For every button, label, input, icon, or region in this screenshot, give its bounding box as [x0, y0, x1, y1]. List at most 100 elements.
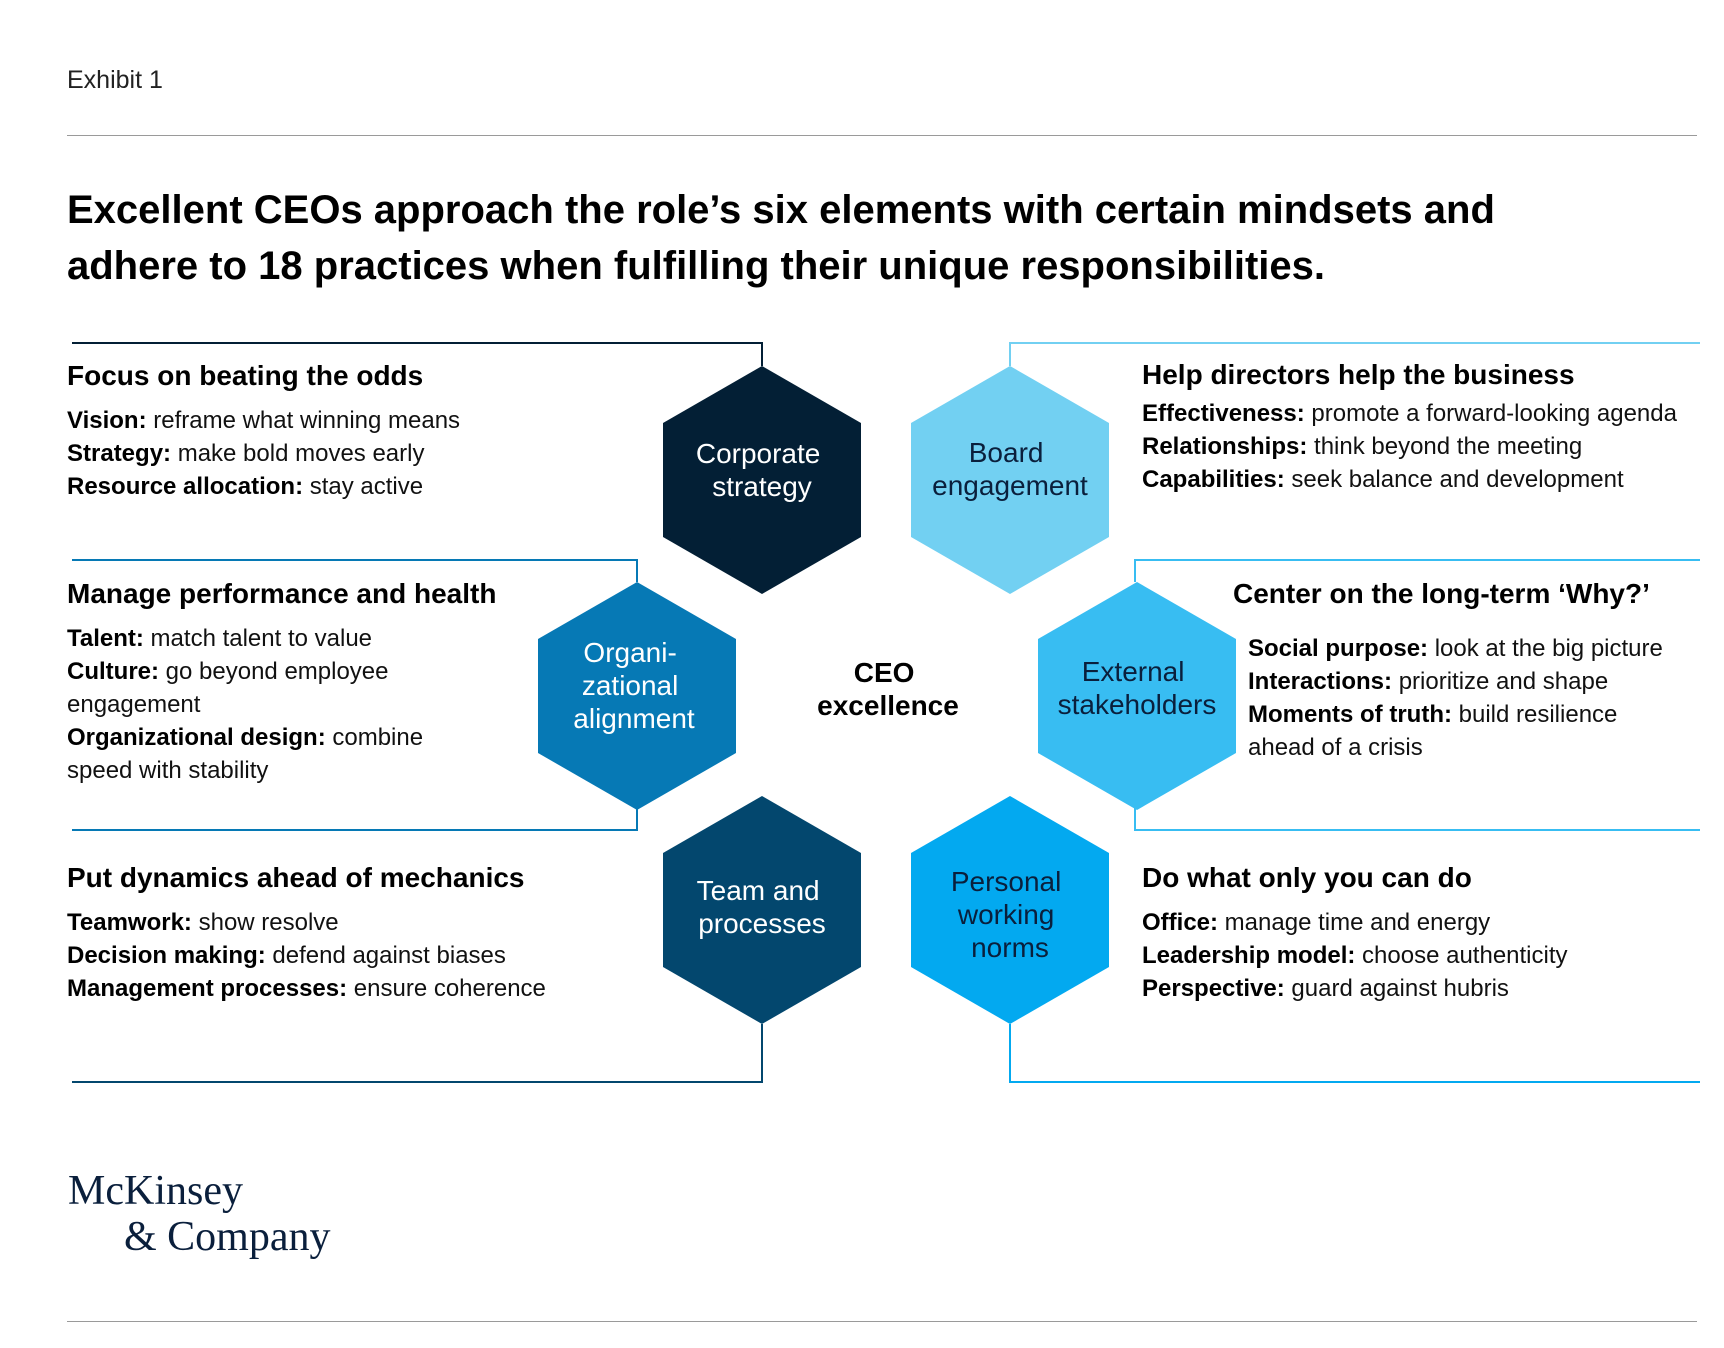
practice-item: Culture: go beyond employee engagement	[67, 655, 487, 721]
practice-text: think beyond the meeting	[1307, 433, 1583, 460]
block-corporate-strategy: Focus on beating the odds Vision: refram…	[67, 358, 587, 503]
practice-text: combine speed with stability	[67, 724, 424, 784]
practice-text: stay active	[303, 473, 424, 500]
practice-label: Culture:	[67, 658, 159, 685]
block-board-engagement: Help directors help the business Effecti…	[1142, 357, 1682, 496]
hex-corporate-strategy: Corporate strategy	[663, 366, 861, 594]
practice-text: reframe what winning means	[146, 407, 461, 434]
connector-board-engagement	[1009, 342, 1700, 366]
title-line-2: adhere to 18 practices when fulfilling t…	[67, 244, 1326, 288]
practice-text: prioritize and shape	[1392, 668, 1609, 695]
practice-item: Decision making: defend against biases	[67, 939, 627, 972]
connector-team-and-processes	[72, 1024, 763, 1083]
page-title: Excellent CEOs approach the role’s six e…	[67, 182, 1667, 294]
center-label: CEO excellence	[817, 657, 959, 721]
practice-label: Office:	[1142, 909, 1219, 936]
mckinsey-logo: McKinsey & Company	[68, 1168, 331, 1260]
block-heading: Help directors help the business	[1142, 359, 1575, 390]
practice-text: show resolve	[191, 909, 339, 936]
block-external-stakeholders: Social purpose: look at the big picture …	[1248, 632, 1668, 764]
practice-label: Moments of truth:	[1248, 701, 1452, 728]
practice-label: Leadership model:	[1142, 942, 1356, 969]
practice-text: defend against biases	[265, 942, 506, 969]
hex-external-stakeholders: External stakeholders	[1038, 582, 1236, 810]
center-label-line: excellence	[817, 690, 959, 721]
hex-personal-working-norms: Personal working norms	[911, 796, 1109, 1024]
practice-item: Effectiveness: promote a forward-looking…	[1142, 397, 1682, 430]
practice-text: go beyond employee engagement	[67, 658, 389, 718]
practice-label: Relationships:	[1142, 433, 1308, 460]
practice-item: Social purpose: look at the big picture	[1248, 632, 1668, 665]
practice-item: Vision: reframe what winning means	[67, 404, 587, 437]
practice-label: Organizational design:	[67, 724, 326, 751]
practice-label: Strategy:	[67, 440, 172, 467]
block-organizational-alignment: Manage performance and health Talent: ma…	[67, 576, 496, 787]
practice-label: Talent:	[67, 625, 144, 652]
practice-item: Office: manage time and energy	[1142, 906, 1682, 939]
practice-item: Moments of truth: build resilience ahead…	[1248, 698, 1668, 764]
practice-label: Capabilities:	[1142, 466, 1285, 493]
hex-label: Board engagement	[932, 437, 1088, 501]
connector-external-stakeholders	[1134, 559, 1700, 831]
connector-personal-working-norms	[1009, 1024, 1700, 1083]
block-heading: Center on the long-term ‘Why?’	[1233, 578, 1650, 609]
hexagon-shape	[663, 796, 861, 1024]
hex-label-line: Organi-	[583, 637, 676, 668]
practice-item: Organizational design: combine speed wit…	[67, 721, 487, 787]
practice-label: Resource allocation:	[67, 473, 304, 500]
hex-label-line: Board	[969, 437, 1044, 468]
practice-label: Interactions:	[1248, 668, 1393, 695]
exhibit-label: Exhibit 1	[67, 66, 163, 94]
practice-item: Resource allocation: stay active	[67, 470, 587, 503]
practice-text: make bold moves early	[171, 440, 425, 467]
practice-item: Perspective: guard against hubris	[1142, 972, 1682, 1005]
hexagon-shape	[911, 366, 1109, 594]
block-heading: Do what only you can do	[1142, 862, 1472, 893]
center-label-line: CEO	[854, 657, 915, 688]
hex-label-line: alignment	[573, 703, 695, 734]
block-heading: Manage performance and health	[67, 578, 497, 609]
practice-text: match talent to value	[143, 625, 373, 652]
title-line-1: Excellent CEOs approach the role’s six e…	[67, 188, 1495, 232]
hex-label: Organi- zational alignment	[573, 637, 695, 734]
practice-text: seek balance and development	[1284, 466, 1624, 493]
logo-line-2: & Company	[124, 1214, 331, 1260]
hex-board-engagement: Board engagement	[911, 366, 1109, 594]
block-external-stakeholders-heading-wrap: Center on the long-term ‘Why?’	[1233, 576, 1653, 622]
hex-label-line: engagement	[932, 470, 1088, 501]
practice-item: Leadership model: choose authenticity	[1142, 939, 1682, 972]
block-heading: Put dynamics ahead of mechanics	[67, 862, 525, 893]
hex-label-line: stakeholders	[1058, 689, 1217, 720]
hex-label-line: working	[957, 899, 1054, 930]
hexagon-shape	[911, 796, 1109, 1024]
practice-label: Social purpose:	[1248, 635, 1429, 662]
practice-item: Teamwork: show resolve	[67, 906, 627, 939]
hexagon-shape	[663, 366, 861, 594]
practice-text: build resilience ahead of a crisis	[1248, 701, 1618, 761]
practice-item: Talent: match talent to value	[67, 622, 487, 655]
bottom-divider	[67, 1321, 1697, 1322]
practice-text: ensure coherence	[347, 975, 546, 1002]
hex-label: Team and processes	[697, 875, 828, 939]
practice-label: Effectiveness:	[1142, 400, 1305, 427]
practice-label: Management processes:	[67, 975, 348, 1002]
practice-label: Perspective:	[1142, 975, 1285, 1002]
logo-line-1: McKinsey	[68, 1168, 243, 1214]
hex-label: Corporate strategy	[696, 438, 828, 502]
hexagon-shape	[1038, 582, 1236, 810]
top-divider	[67, 135, 1697, 136]
hex-label-line: Team and	[697, 875, 820, 906]
block-team-and-processes: Put dynamics ahead of mechanics Teamwork…	[67, 860, 627, 1005]
hex-label: Personal working norms	[951, 866, 1069, 963]
hex-label-line: Personal	[951, 866, 1062, 897]
hex-label: External stakeholders	[1058, 656, 1217, 720]
practice-label: Teamwork:	[67, 909, 192, 936]
connector-organizational-alignment	[72, 559, 638, 831]
practice-label: Vision:	[67, 407, 147, 434]
practice-item: Management processes: ensure coherence	[67, 972, 627, 1005]
hex-label-line: zational	[582, 670, 679, 701]
practice-label: Decision making:	[67, 942, 266, 969]
practice-text: promote a forward-looking agenda	[1304, 400, 1677, 427]
practice-text: manage time and energy	[1218, 909, 1491, 936]
